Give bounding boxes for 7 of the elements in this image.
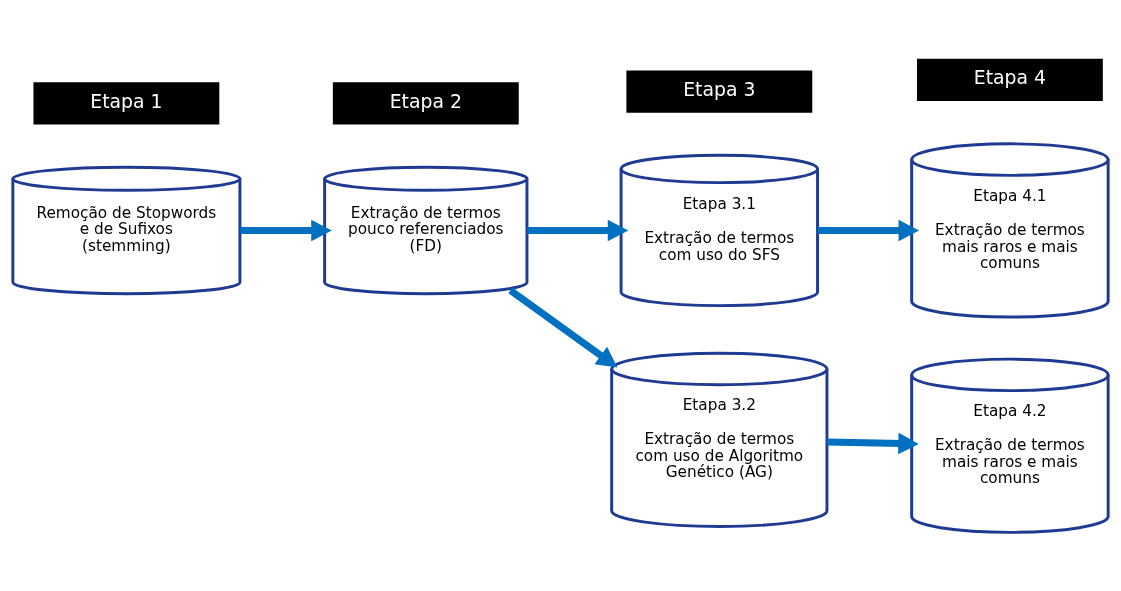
label: Etapa 3: [683, 79, 756, 101]
arrow: [817, 219, 920, 242]
label: Etapa 2: [389, 90, 462, 112]
arrow: [508, 287, 618, 368]
label: Etapa 1: [90, 90, 163, 112]
arrow: [826, 432, 919, 455]
label: Etapa 4: [973, 67, 1047, 89]
